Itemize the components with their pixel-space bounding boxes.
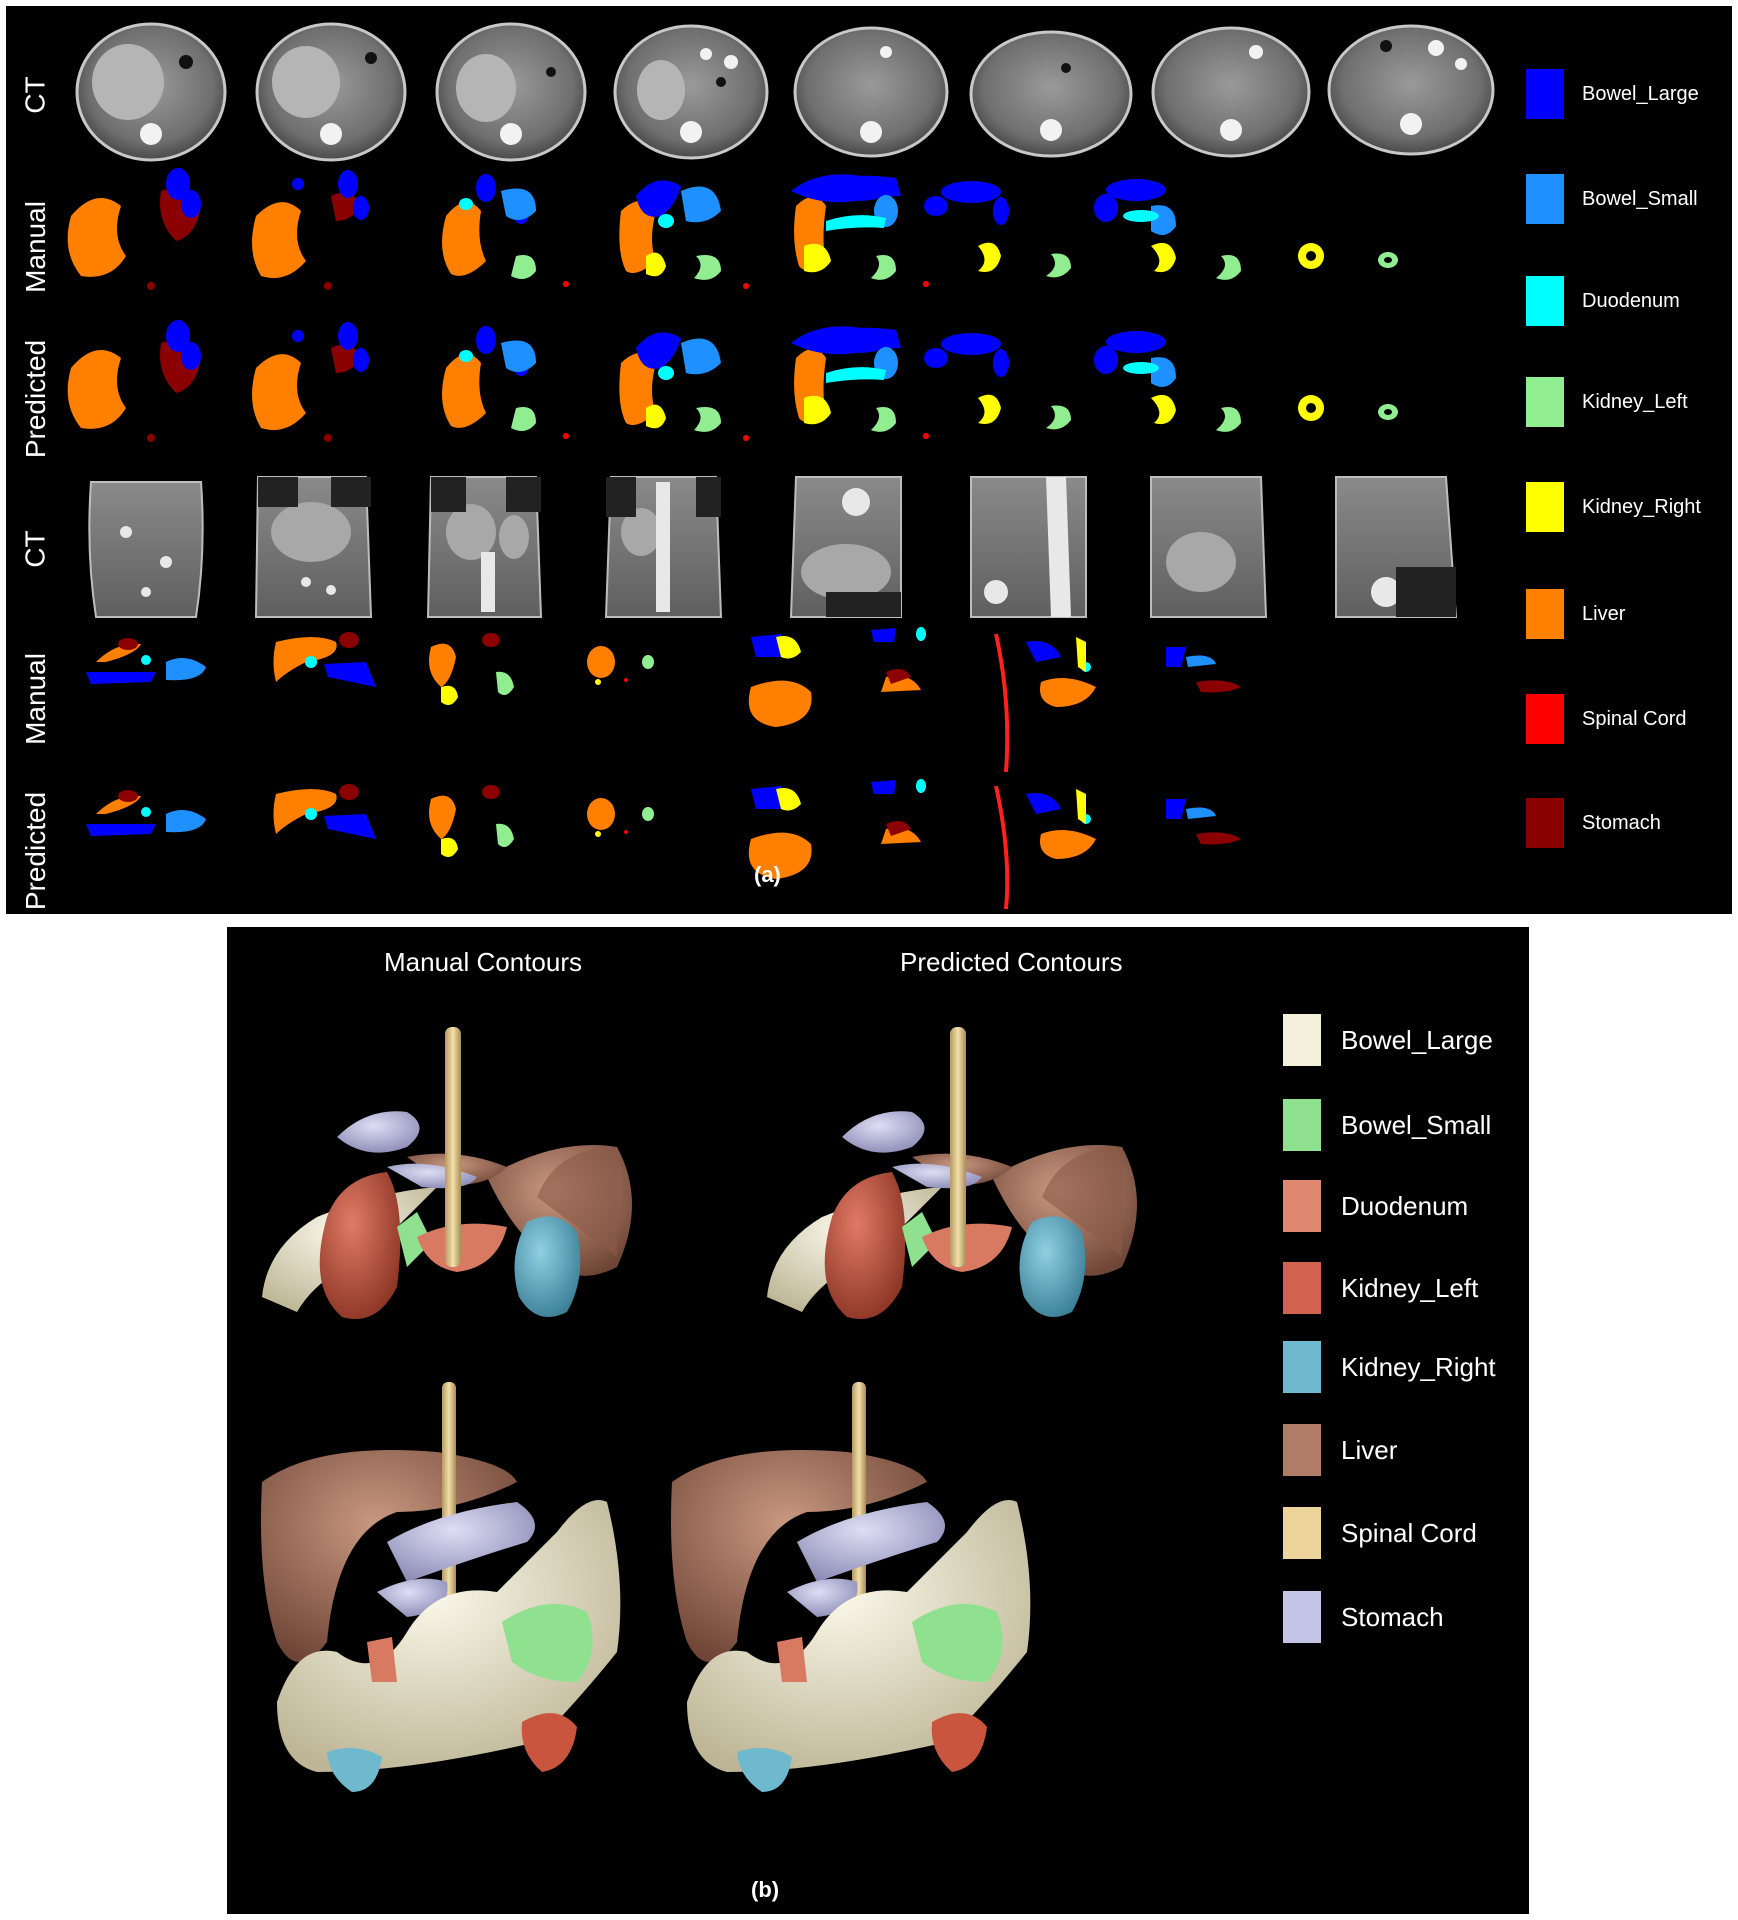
legend-a-bowel-small: Bowel_Small	[1526, 174, 1698, 224]
panel-a: CT Manual Predicted CT Manual Predicted	[6, 6, 1732, 914]
legend-b-swatch	[1283, 1014, 1321, 1066]
organ-3d-render-top-row	[262, 1027, 1137, 1319]
panel-b-caption: (b)	[751, 1877, 780, 1902]
legend-a-spinal-cord: Spinal Cord	[1526, 694, 1687, 744]
row-label-predicted-coronal: Predicted	[20, 791, 52, 911]
legend-b-stomach: Stomach	[1283, 1591, 1444, 1643]
legend-a-swatch	[1526, 377, 1564, 427]
panel-a-caption: (a)	[754, 862, 781, 887]
legend-b-swatch	[1283, 1180, 1321, 1232]
legend-a-swatch	[1526, 694, 1564, 744]
row-label-ct-axial: CT	[19, 76, 51, 114]
legend-a-kidney-left: Kidney_Left	[1526, 377, 1688, 427]
legend-a-bowel-large: Bowel_Large	[1526, 69, 1699, 119]
legend-b-swatch	[1283, 1424, 1321, 1476]
row-label-manual-axial: Manual	[20, 201, 51, 293]
predicted-axial-segmentation-image	[67, 320, 1398, 442]
legend-b-kidney-right: Kidney_Right	[1283, 1341, 1496, 1393]
manual-contours-title: Manual Contours	[384, 947, 582, 977]
legend-b-kidney-left: Kidney_Left	[1283, 1262, 1478, 1314]
legend-a-swatch	[1526, 798, 1564, 848]
legend-a-stomach: Stomach	[1526, 798, 1661, 848]
ct-axial-slices-image	[75, 22, 1495, 162]
panel-b: Manual Contours Predicted Contours	[227, 927, 1529, 1914]
predicted-coronal-segmentation-image	[86, 779, 1241, 910]
legend-b-swatch	[1283, 1262, 1321, 1314]
legend-b-duodenum: Duodenum	[1283, 1180, 1468, 1232]
ct-coronal-slices-image	[88, 476, 1458, 618]
legend-b-bowel-small: Bowel_Small	[1283, 1099, 1491, 1151]
legend-b-swatch	[1283, 1507, 1321, 1559]
legend-a-swatch	[1526, 482, 1564, 532]
legend-a-duodenum: Duodenum	[1526, 276, 1680, 326]
legend-b-swatch	[1283, 1341, 1321, 1393]
legend-a-kidney-right: Kidney_Right	[1526, 482, 1701, 532]
manual-axial-segmentation-image	[67, 168, 1398, 290]
legend-b-swatch	[1283, 1591, 1321, 1643]
legend-a-swatch	[1526, 69, 1564, 119]
manual-coronal-segmentation-image	[86, 627, 1241, 772]
legend-b-bowel-large: Bowel_Large	[1283, 1014, 1493, 1066]
legend-a-swatch	[1526, 276, 1564, 326]
organ-3d-render-bottom-row	[261, 1382, 1031, 1792]
legend-b-spinal-cord: Spinal Cord	[1283, 1507, 1477, 1559]
predicted-contours-title: Predicted Contours	[900, 947, 1123, 977]
row-label-ct-coronal: CT	[19, 530, 51, 568]
legend-b-swatch	[1283, 1099, 1321, 1151]
row-label-manual-coronal: Manual	[20, 653, 51, 745]
legend-a-swatch	[1526, 589, 1564, 639]
legend-a-swatch	[1526, 174, 1564, 224]
row-label-predicted-axial: Predicted	[20, 339, 52, 459]
legend-b-liver: Liver	[1283, 1424, 1397, 1476]
legend-a-liver: Liver	[1526, 589, 1625, 639]
